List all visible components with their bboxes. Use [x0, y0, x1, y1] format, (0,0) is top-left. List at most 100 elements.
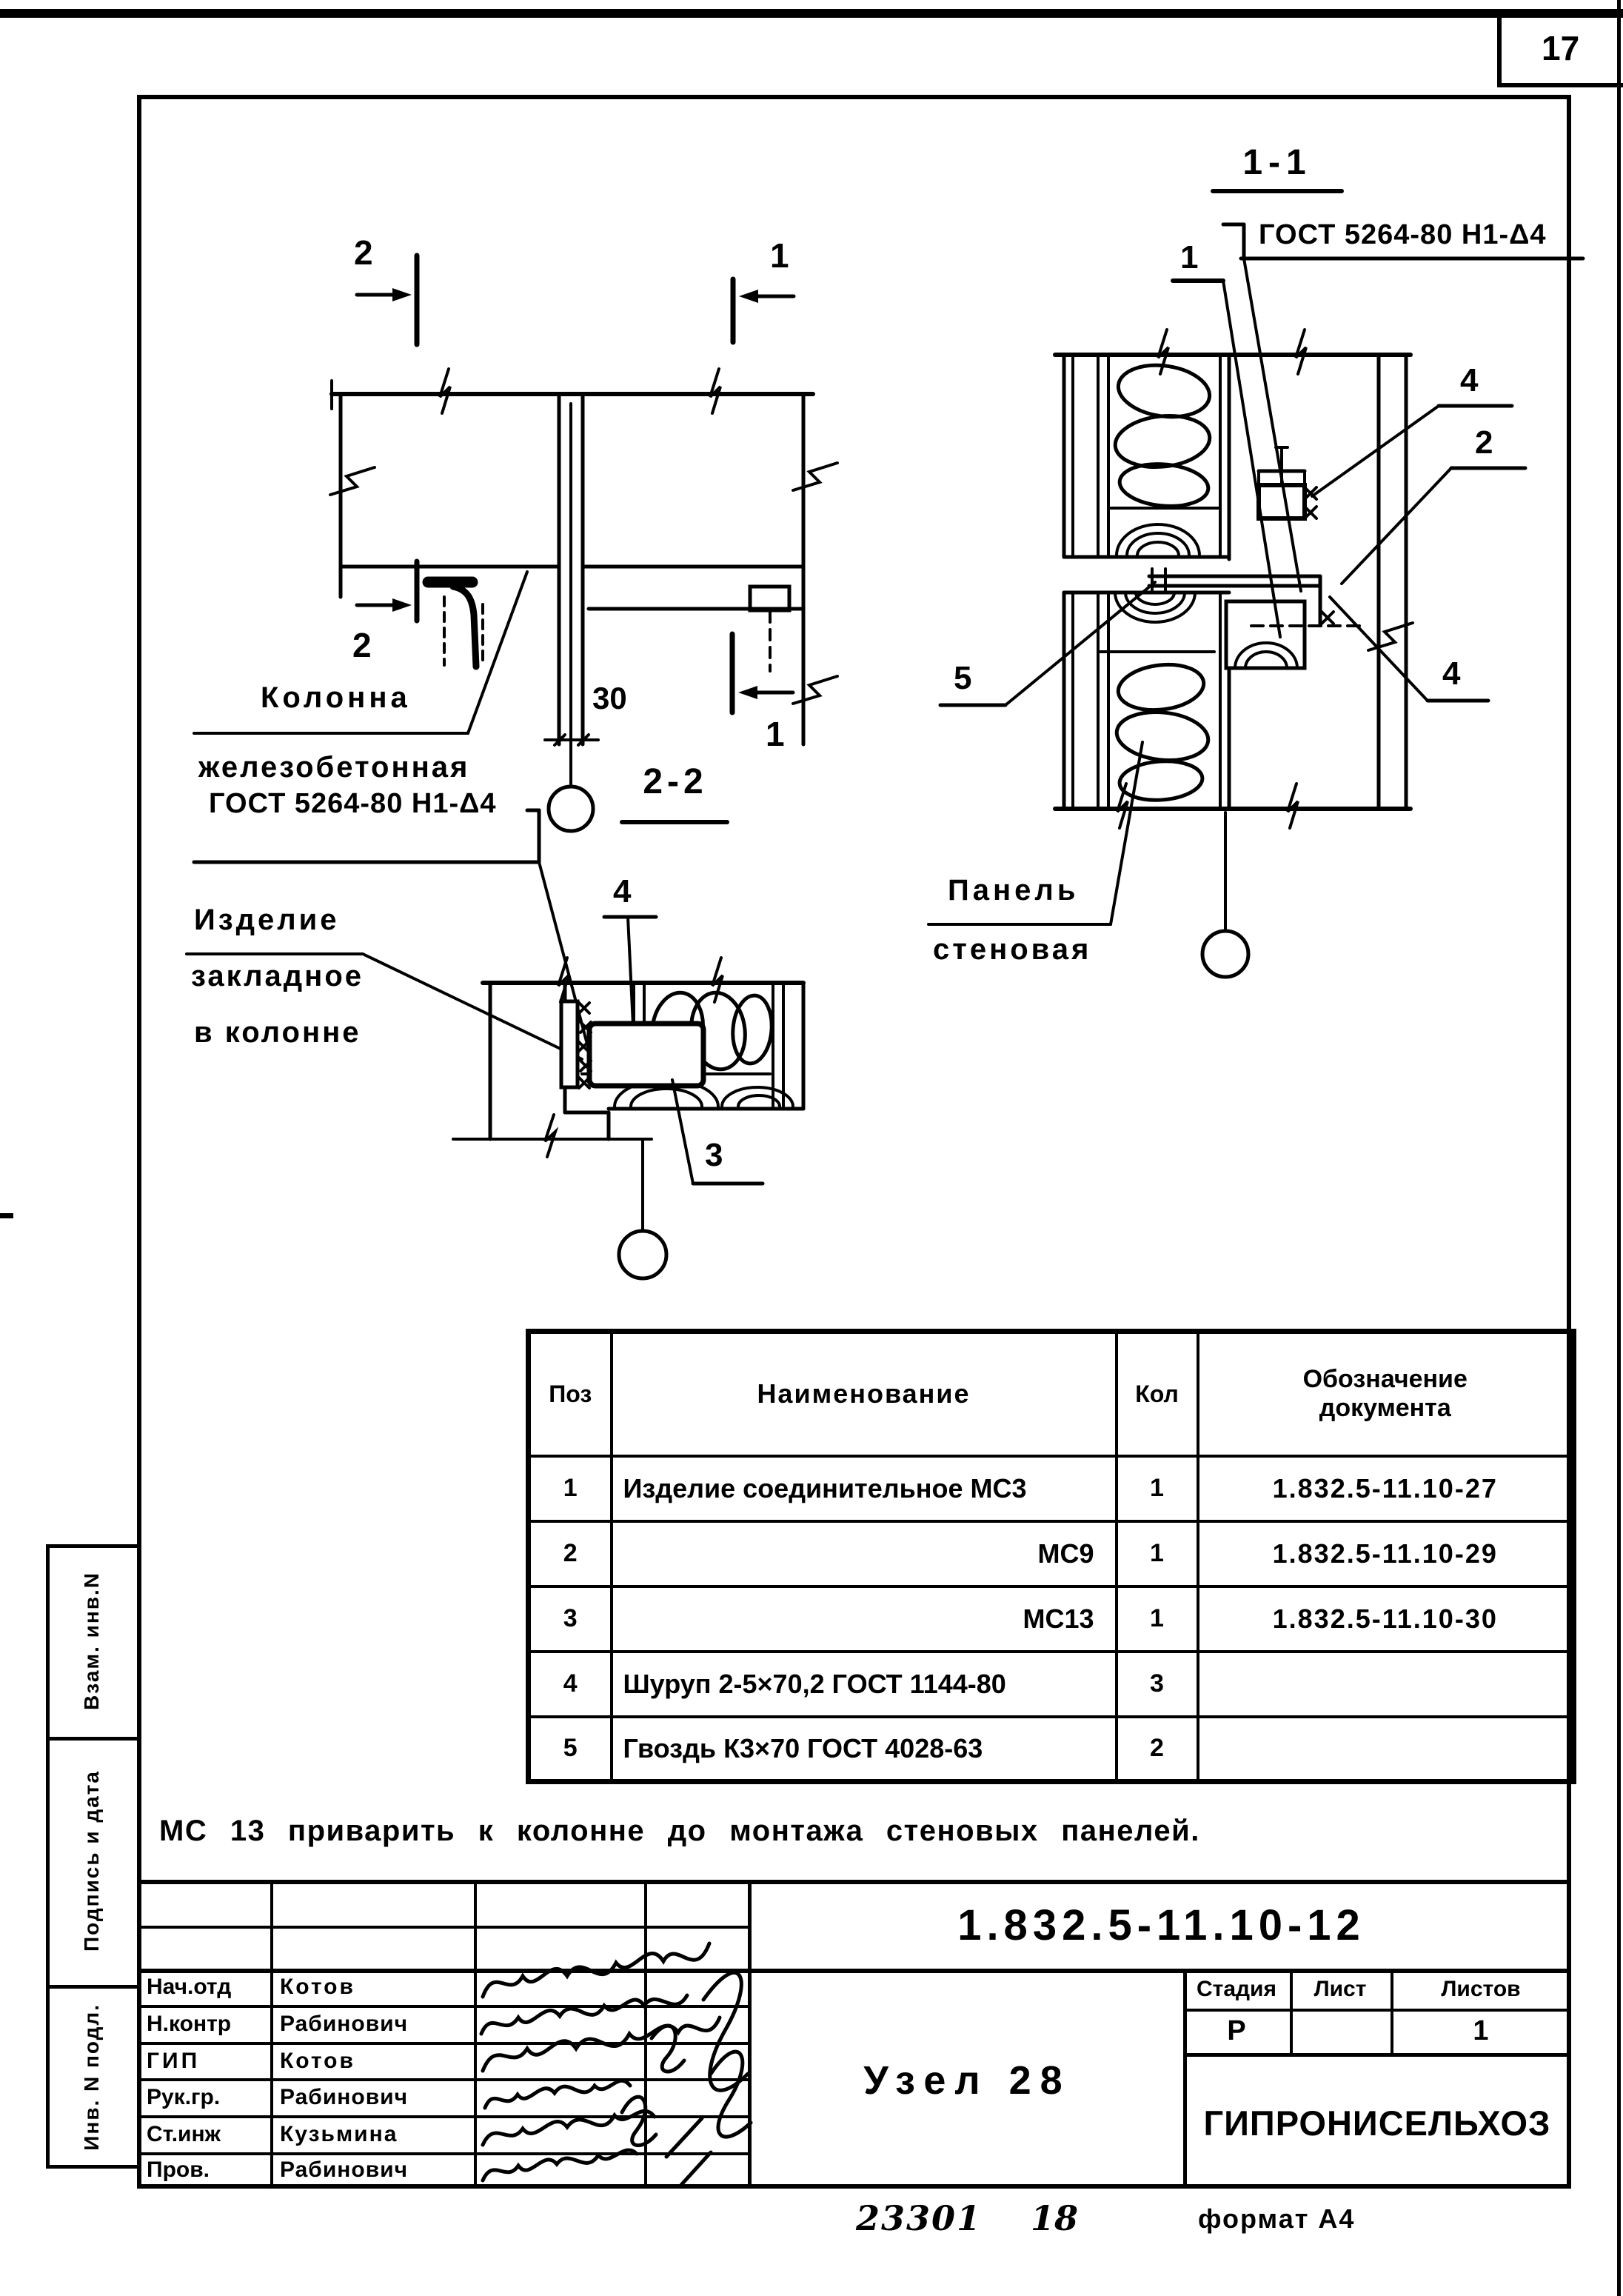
sheets-label: Листов	[1441, 1977, 1521, 2001]
parts-header-pos: Поз	[526, 1329, 613, 1458]
margin-strip	[46, 1544, 141, 2169]
parts-pos: 4	[526, 1649, 613, 1718]
callout-4-upper: 4	[1460, 362, 1479, 398]
sheet-value	[1290, 2010, 1391, 2052]
plan-section-mark-1-bottom: 1	[766, 715, 785, 753]
page-number-box-bottom	[1497, 83, 1623, 87]
page-number: 17	[1542, 29, 1580, 67]
table-row: 2 МС9 1 1.832.5-11.10-29	[526, 1519, 1576, 1588]
tb-v-640	[474, 1880, 477, 2189]
tb-h-2707	[137, 2005, 751, 2008]
scan-top-edge	[0, 9, 1623, 18]
tb-h-2772	[1183, 2053, 1571, 2057]
parts-doc: 1.832.5-11.10-27	[1196, 1454, 1576, 1523]
parts-name: Шуруп 2-5×70,2 ГОСТ 1144-80	[609, 1649, 1118, 1718]
format-note: формат А4	[1198, 2203, 1356, 2234]
column-label-line2: железобетонная	[198, 751, 470, 784]
parts-pos: 5	[526, 1715, 613, 1783]
embed-label-line3: в колонне	[194, 1016, 361, 1049]
sig-name: Кузьмина	[280, 2122, 398, 2146]
parts-header-name: Наименование	[609, 1329, 1118, 1458]
tb-h-2806	[137, 2078, 751, 2081]
sig-name: Рабинович	[280, 2157, 409, 2182]
tb-v-365	[270, 1880, 273, 2189]
margin-cell-inv: Инв. N подл.	[46, 1989, 137, 2165]
parts-name: МС13	[609, 1584, 1118, 1653]
parts-pos: 3	[526, 1584, 613, 1653]
embed-label-line1: Изделие	[194, 904, 340, 936]
parts-qty: 2	[1114, 1715, 1199, 1783]
parts-doc	[1196, 1649, 1576, 1718]
table-row: 1 Изделие соединительное МС3 1 1.832.5-1…	[526, 1454, 1576, 1523]
parts-doc	[1196, 1715, 1576, 1783]
parts-qty: 1	[1114, 1519, 1199, 1588]
stamp-code-right: 18	[1031, 2198, 1079, 2238]
parts-table: Поз Наименование Кол Обозначение докумен…	[526, 1329, 1576, 1784]
sheet-label: Лист	[1314, 1977, 1367, 2001]
tb-v-1598	[1183, 1969, 1187, 2189]
parts-pos: 1	[526, 1454, 613, 1523]
stage-value: Р	[1227, 2015, 1246, 2046]
tb-v-1010	[748, 1880, 752, 2189]
parts-header-doc: Обозначение документа	[1196, 1329, 1576, 1458]
parts-name: Гвоздь К3×70 ГОСТ 4028-63	[609, 1715, 1118, 1783]
parts-name: Изделие соединительное МС3	[609, 1454, 1118, 1523]
parts-doc: 1.832.5-11.10-30	[1196, 1584, 1576, 1653]
tb-h-2757	[137, 2042, 751, 2045]
parts-doc: 1.832.5-11.10-29	[1196, 1519, 1576, 1588]
mounting-note: МС 13 приварить к колонне до монтажа сте…	[159, 1815, 1200, 1847]
parts-name: МС9	[609, 1519, 1118, 1588]
section-2-2-title: 2-2	[643, 762, 708, 801]
plan-section-mark-1-top: 1	[770, 236, 789, 275]
parts-qty: 3	[1114, 1649, 1199, 1718]
panel-label-line1: Панель	[948, 874, 1080, 907]
section-1-1-weld-note: ГОСТ 5264-80 Н1-Δ4	[1259, 219, 1547, 250]
callout-4-lower: 4	[1442, 655, 1461, 692]
tb-h-2856	[137, 2115, 751, 2118]
parts-qty: 1	[1114, 1454, 1199, 1523]
scan-dash	[0, 1213, 13, 1218]
plan-section-mark-2-top: 2	[354, 233, 373, 272]
sig-role: ГИП	[147, 2049, 201, 2073]
parts-header-qty: Кол	[1114, 1329, 1199, 1458]
sig-name: Рабинович	[280, 2085, 409, 2109]
drawing-frame	[137, 95, 1571, 2189]
tb-v-870	[644, 1880, 647, 2189]
sig-role: Нач.отд	[147, 1975, 232, 1999]
callout-5: 5	[954, 660, 972, 696]
margin-label-podpis: Подпись и дата	[79, 1770, 103, 1952]
column-label-line1: Колонна	[261, 681, 411, 714]
sig-name: Рабинович	[280, 2012, 409, 2036]
margin-label-inv: Инв. N подл.	[79, 2003, 103, 2151]
sig-name: Котов	[280, 2049, 355, 2073]
titleblock-top	[137, 1880, 1571, 1884]
tb-h-2600	[137, 1926, 751, 1929]
parts-qty: 1	[1114, 1584, 1199, 1653]
panel-label-line2: стеновая	[933, 933, 1092, 966]
sig-role: Рук.гр.	[147, 2085, 221, 2109]
sig-name: Котов	[280, 1975, 355, 1999]
margin-strip-divider-1	[46, 1737, 141, 1741]
stage-label: Стадия	[1196, 1977, 1277, 2001]
section-1-1-title: 1-1	[1242, 143, 1312, 182]
document-number: 1.832.5-11.10-12	[957, 1900, 1365, 1949]
parts-pos: 2	[526, 1519, 613, 1588]
plan-gap-dimension: 30	[592, 681, 627, 715]
callout-4-s22: 4	[613, 873, 632, 910]
plan-section-mark-2-bottom: 2	[352, 626, 372, 664]
callout-1: 1	[1180, 239, 1199, 276]
tb-h-2712	[1183, 2009, 1571, 2012]
tb-h-2906	[137, 2152, 751, 2155]
sig-role: Пров.	[147, 2157, 210, 2182]
sig-role: Н.контр	[147, 2012, 232, 2036]
scan-right-edge	[1617, 0, 1621, 2296]
callout-3: 3	[705, 1137, 723, 1173]
margin-cell-vzam: Взам. инв.N	[46, 1548, 137, 1733]
organization-name: ГИПРОНИСЕЛЬХОЗ	[1203, 2103, 1551, 2143]
sheets-value: 1	[1473, 2015, 1489, 2046]
embed-label-line2: закладное	[191, 960, 364, 992]
tb-h-2658	[137, 1969, 1571, 1973]
margin-cell-podpis: Подпись и дата	[46, 1741, 137, 1981]
page-number-box-left	[1497, 10, 1502, 87]
